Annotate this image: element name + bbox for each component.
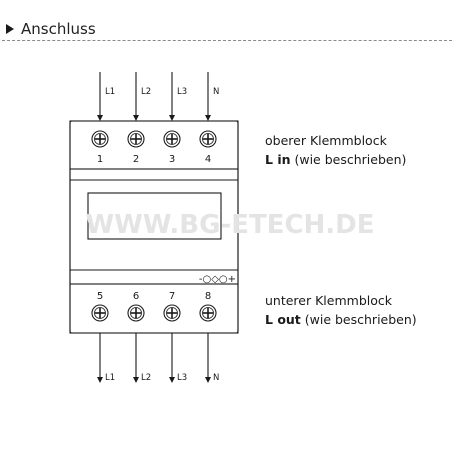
terminal-2-number: 2 <box>133 154 139 165</box>
display-window <box>87 192 222 240</box>
lower-block-description: unterer Klemmblock L out (wie beschriebe… <box>265 291 417 329</box>
terminal-7: 7 <box>163 291 181 322</box>
top-terminal-module <box>69 120 239 170</box>
terminal-1-number: 1 <box>97 154 103 165</box>
heading-text: Anschluss <box>21 20 96 38</box>
terminal-4-number: 4 <box>205 154 211 165</box>
bottom-line-l2: L2 <box>133 333 151 383</box>
top-line-l2: L2 <box>133 72 151 121</box>
center-module <box>69 169 239 271</box>
terminal-1: 1 <box>91 130 109 165</box>
bottom-line-l1: L1 <box>97 333 115 383</box>
bottom-line-n-label: N <box>213 373 219 383</box>
bottom-line-l3: L3 <box>169 333 187 383</box>
top-line-l1: L1 <box>97 72 115 121</box>
terminal-4: 4 <box>199 130 217 165</box>
terminal-5: 5 <box>91 291 109 322</box>
terminal-3: 3 <box>163 130 181 165</box>
terminal-6-number: 6 <box>133 291 139 302</box>
upper-block-description: oberer Klemmblock L in (wie beschrieben) <box>265 131 406 169</box>
terminal-8: 8 <box>199 291 217 322</box>
top-line-n: N <box>205 72 219 121</box>
upper-block-bold: L in <box>265 152 291 167</box>
bottom-line-l1-label: L1 <box>105 373 115 383</box>
watermark-text: WWW.BG-ETECH.DE <box>85 210 374 240</box>
terminal-7-number: 7 <box>169 291 175 302</box>
dashed-divider <box>2 40 452 41</box>
terminal-5-number: 5 <box>97 291 103 302</box>
terminal-8-number: 8 <box>205 291 211 302</box>
upper-block-title: oberer Klemmblock <box>265 133 387 148</box>
top-line-l3-label: L3 <box>177 87 187 97</box>
section-heading: Anschluss <box>6 18 96 40</box>
lower-block-rest: (wie beschrieben) <box>300 312 417 327</box>
bottom-line-l3-label: L3 <box>177 373 187 383</box>
top-line-l1-label: L1 <box>105 87 115 97</box>
terminal-3-number: 3 <box>169 154 175 165</box>
bottom-terminal-module <box>69 283 239 334</box>
lower-block-bold: L out <box>265 312 301 327</box>
bottom-line-n: N <box>205 333 219 383</box>
upper-block-rest: (wie beschrieben) <box>290 152 407 167</box>
terminal-2: 2 <box>127 130 145 165</box>
top-line-l3: L3 <box>169 72 187 121</box>
bottom-line-l2-label: L2 <box>141 373 151 383</box>
lower-block-title: unterer Klemmblock <box>265 293 392 308</box>
top-line-n-label: N <box>213 87 219 97</box>
pulse-output-label: -○◇○+ <box>199 274 236 285</box>
top-line-l2-label: L2 <box>141 87 151 97</box>
triangle-bullet-icon <box>6 24 14 34</box>
terminal-6: 6 <box>127 291 145 322</box>
